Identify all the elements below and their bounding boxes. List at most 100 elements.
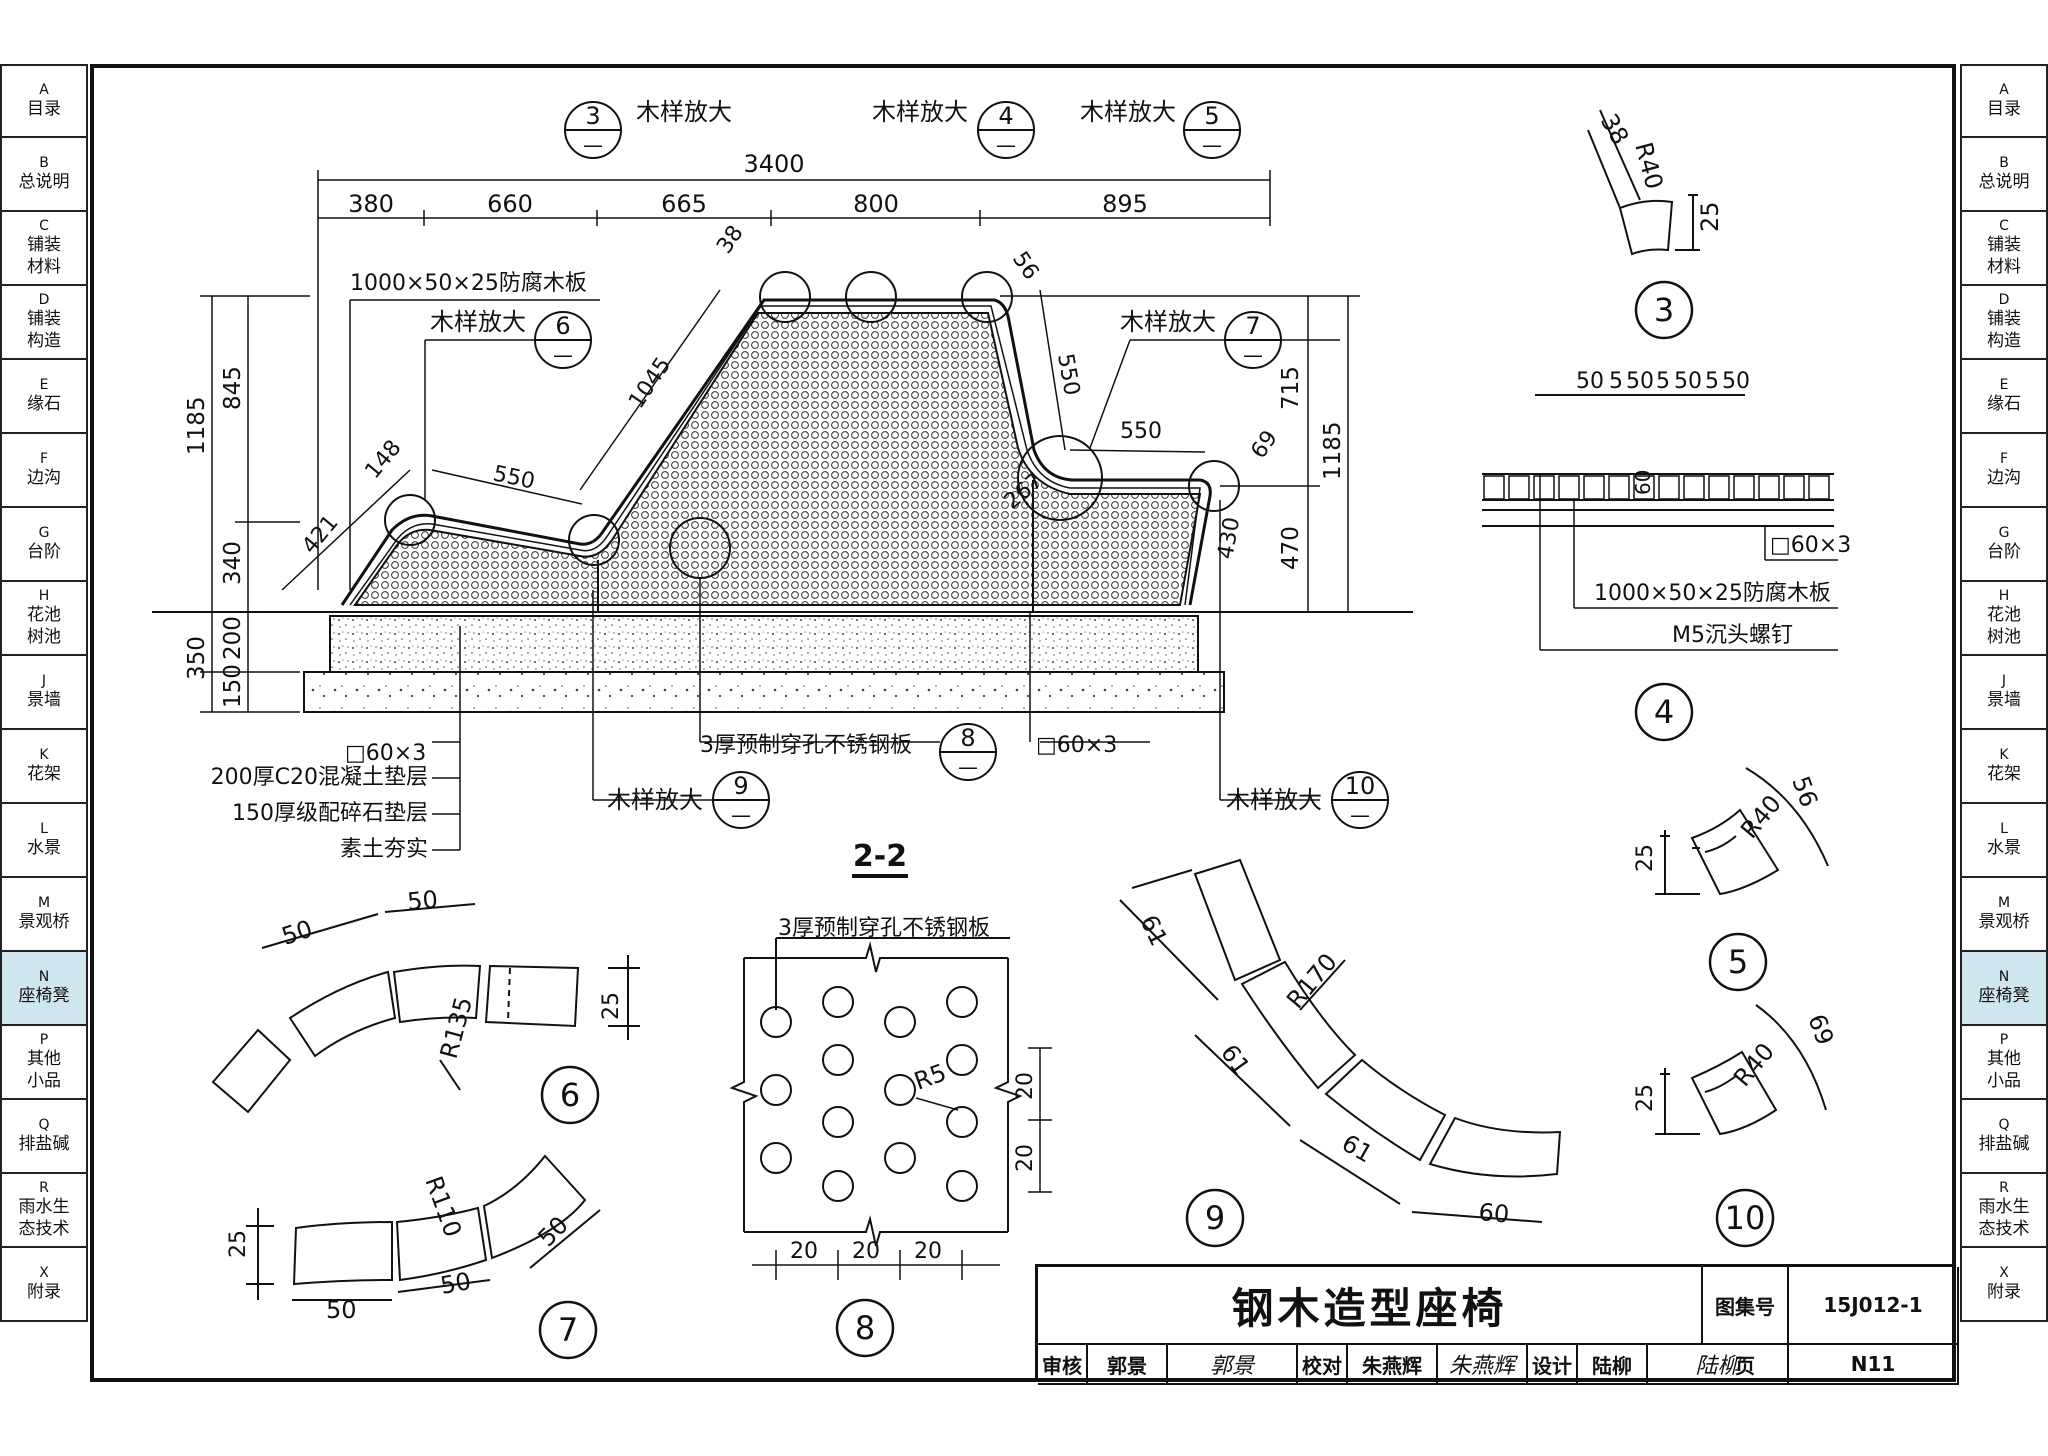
detail-4-number: 4 <box>1634 682 1694 742</box>
d8-dim-20e: 20 <box>914 1239 942 1264</box>
tab-label: 小品 <box>1987 1071 2021 1091</box>
checker-name: 朱燕辉 <box>1348 1345 1438 1385</box>
callout-5-label: 木样放大 <box>1080 98 1176 126</box>
tab-label: 铺装 <box>1987 235 2021 255</box>
callout-4: 4—木样放大 <box>872 98 1035 159</box>
tab-label: 附录 <box>1987 1282 2021 1302</box>
detail-6-number-circle <box>540 1065 600 1125</box>
tab-label: 台阶 <box>1987 542 2021 562</box>
tab-label: 边沟 <box>27 468 61 488</box>
dim-left-845: 845 <box>220 366 246 410</box>
tab-code: H <box>38 588 50 604</box>
dim-top-665: 665 <box>661 190 707 218</box>
tab-label: 材料 <box>1987 257 2021 277</box>
reviewer-name: 郭景 <box>1088 1345 1168 1385</box>
d7-dim-50b: 50 <box>438 1267 473 1300</box>
dim-slope-430: 430 <box>1213 515 1245 561</box>
dim-slope-550a: 550 <box>491 461 537 494</box>
d8-dim-r5: R5 <box>910 1058 950 1095</box>
tab-code: F <box>39 451 49 467</box>
tab-label: 缘石 <box>1987 394 2021 414</box>
tab-code: D <box>38 292 50 308</box>
tab-code: R <box>1999 1180 2009 1196</box>
tab-code: H <box>1998 588 2010 604</box>
board-label: 1000×50×25防腐木板 <box>350 271 587 296</box>
perforation-hole <box>760 1142 792 1174</box>
detail-7-number-text: 7 <box>558 1311 578 1349</box>
tab-label: 目录 <box>27 99 61 119</box>
d4-label-pipe: □60×3 <box>1770 533 1851 558</box>
perforation-hole <box>946 1170 978 1202</box>
tab-label: 附录 <box>27 1282 61 1302</box>
callout-10-number: 10 <box>1345 772 1376 800</box>
atlas-label: 图集号 <box>1703 1267 1789 1345</box>
tab-label: 铺装 <box>27 235 61 255</box>
wood-slat <box>1508 475 1530 500</box>
detail-4-number-circle <box>1634 682 1694 742</box>
tab-code: X <box>1999 1265 2009 1281</box>
d4-dim-6: 50 <box>1722 369 1750 394</box>
d3-dim-25: 25 <box>1696 201 1724 232</box>
pipe-label-right: □60×3 <box>1036 733 1117 758</box>
checker-signature: 朱燕辉 <box>1438 1345 1528 1385</box>
tab-code: Q <box>1998 1117 2010 1133</box>
callout-4-number: 4 <box>998 102 1013 130</box>
d3-dim-r40: R40 <box>1629 139 1668 192</box>
tab-code: J <box>41 673 47 689</box>
detail-4-number-text: 4 <box>1654 693 1674 731</box>
designer-name: 陆柳 <box>1578 1345 1648 1385</box>
dim-slope-550c: 550 <box>1120 419 1162 444</box>
wood-slat <box>1658 475 1680 500</box>
perforation-hole <box>884 1142 916 1174</box>
perforation-hole <box>822 1044 854 1076</box>
tab-code: L <box>2000 821 2008 837</box>
callout-8-number: 8 <box>960 724 975 752</box>
detail-8-number-circle <box>835 1298 895 1358</box>
tab-code: B <box>39 155 49 171</box>
tab-code: G <box>1998 525 2010 541</box>
detail-6-number-text: 6 <box>560 1076 580 1114</box>
dim-top-660: 660 <box>487 190 533 218</box>
tab-label: 铺装 <box>27 309 61 329</box>
detail-8-number: 8 <box>835 1298 895 1358</box>
wood-slat <box>1808 475 1830 500</box>
tab-label: 态技术 <box>1978 1219 2030 1239</box>
tab-code: A <box>39 82 49 98</box>
